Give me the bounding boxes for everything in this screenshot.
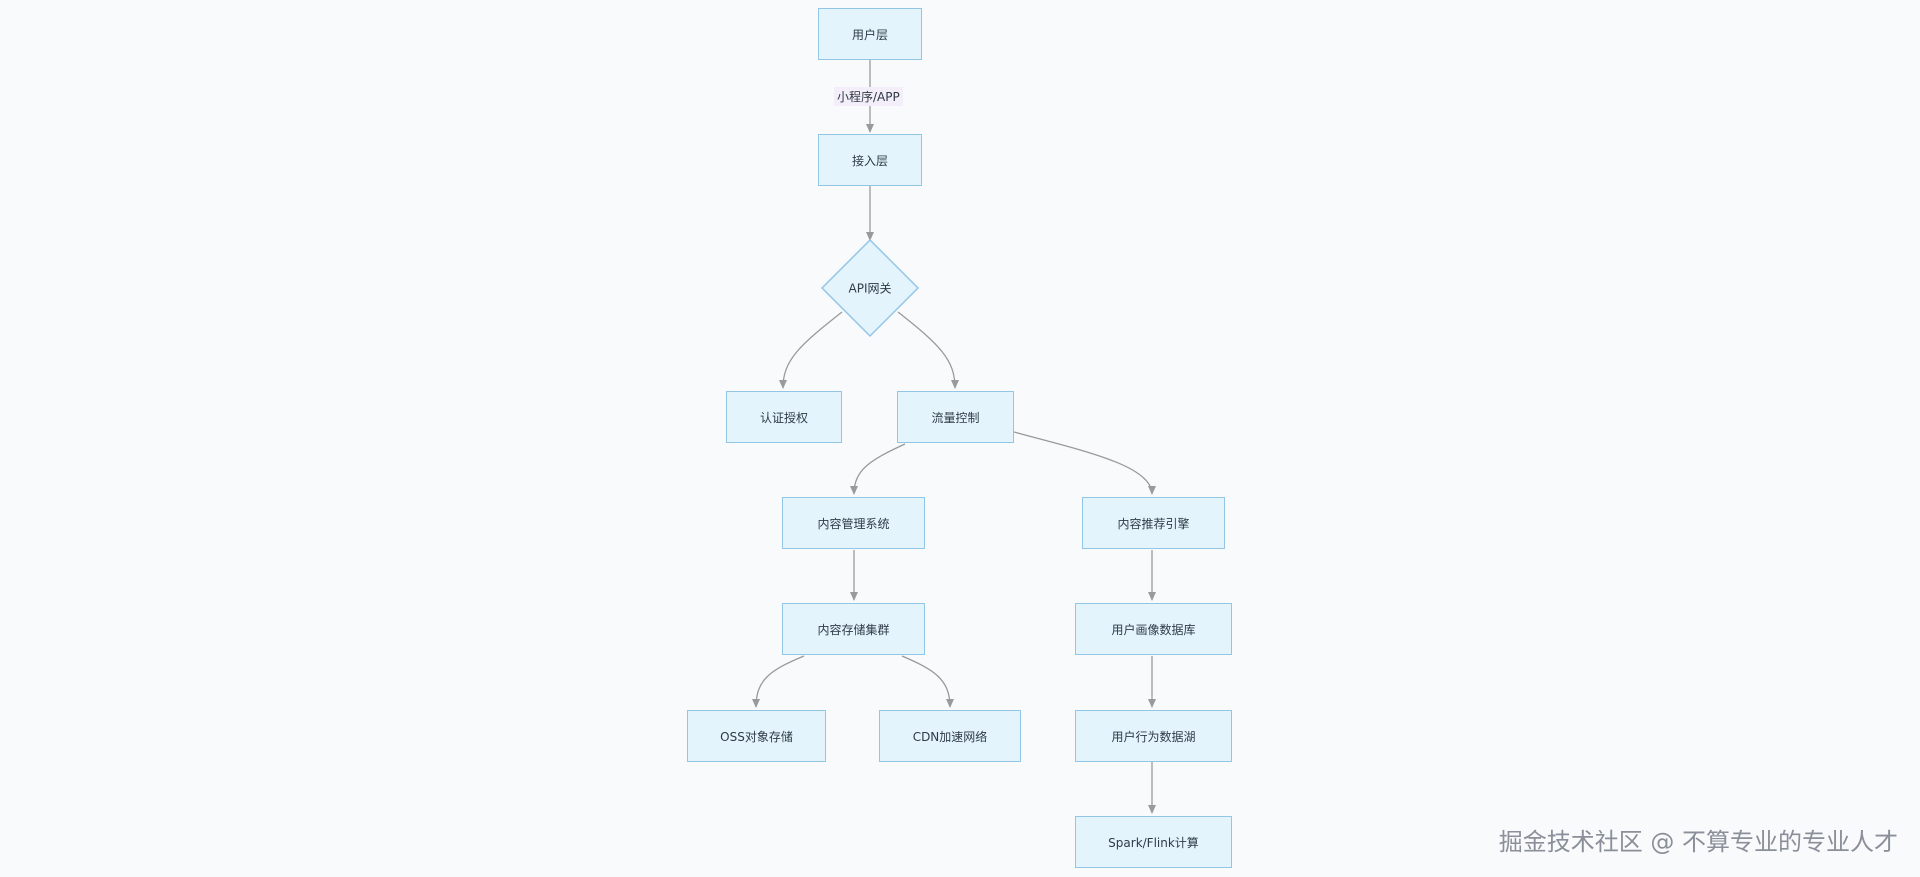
- edge-traffic-to-recommend: [1013, 431, 1156, 495]
- edge-gateway-to-auth: [779, 311, 843, 389]
- node-behavior-lake: 用户行为数据湖: [1075, 710, 1232, 762]
- api-gateway-diamond: [820, 238, 920, 338]
- node-oss: OSS对象存储: [687, 710, 826, 762]
- node-api-gateway: API网关: [848, 281, 892, 296]
- node-user-layer: 用户层: [818, 8, 922, 60]
- node-access-layer: 接入层: [818, 134, 922, 186]
- edge-storage-to-oss: [752, 655, 805, 708]
- edge-storage-to-cdn: [901, 655, 954, 708]
- node-cdn: CDN加速网络: [879, 710, 1021, 762]
- node-storage-cluster: 内容存储集群: [782, 603, 925, 655]
- node-recommend-engine: 内容推荐引擎: [1082, 497, 1225, 549]
- node-spark-flink: Spark/Flink计算: [1075, 816, 1232, 868]
- edge-label-miniprogram-app: 小程序/APP: [834, 87, 903, 106]
- node-traffic-control: 流量控制: [897, 391, 1014, 443]
- edge-traffic-to-cms: [850, 443, 906, 495]
- node-auth: 认证授权: [726, 391, 842, 443]
- node-user-profile-db: 用户画像数据库: [1075, 603, 1232, 655]
- edge-gateway-to-traffic: [897, 311, 959, 389]
- node-cms: 内容管理系统: [782, 497, 925, 549]
- watermark: 掘金技术社区 @ 不算专业的专业人才: [1498, 828, 1898, 856]
